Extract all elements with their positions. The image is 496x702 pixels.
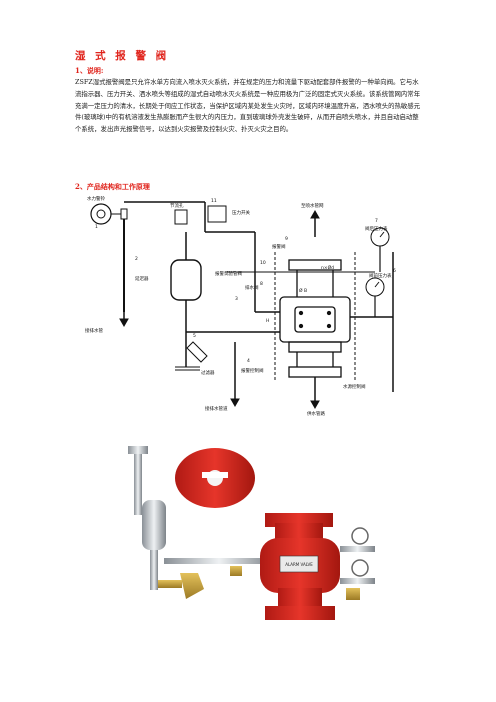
label-filter: 过滤器 bbox=[201, 369, 215, 376]
pressure-switch-box bbox=[207, 205, 227, 223]
description-paragraph: ZSFZ湿式报警阀是只允许水单方向流入喷水灭火系统，并在规定的压力和流量下驱动配… bbox=[75, 78, 421, 134]
label-n: n×Ød bbox=[321, 264, 334, 271]
label-num-8: 8 bbox=[260, 281, 263, 287]
label-delay: 延迟器 bbox=[135, 275, 149, 282]
label-pressure-above: 阀后压力表 bbox=[365, 225, 388, 232]
label-test: 报警试验管阀 bbox=[215, 270, 242, 277]
label-num-9: 9 bbox=[285, 236, 288, 242]
label-num-11: 11 bbox=[211, 198, 217, 204]
upper-gauge-photo bbox=[351, 527, 369, 545]
label-num-4: 4 bbox=[247, 358, 250, 364]
label-signal: 水源控制阀 bbox=[343, 383, 366, 390]
label-pressure-below: 阀前压力表 bbox=[369, 272, 392, 279]
label-num-1: 1 bbox=[95, 224, 98, 230]
label-num-3: 3 bbox=[235, 296, 238, 302]
filter-shape bbox=[186, 341, 208, 363]
orifice-box bbox=[174, 209, 188, 225]
brass-strainer bbox=[180, 573, 204, 599]
page-title: 湿 式 报 警 阀 bbox=[75, 50, 170, 62]
label-alarm: 水力警铃 bbox=[87, 195, 105, 202]
label-num-2: 2 bbox=[135, 256, 138, 262]
label-dim: H bbox=[266, 318, 269, 324]
label-num-7: 7 bbox=[375, 218, 378, 224]
label-discharge-pipe: 接排水管 bbox=[85, 327, 103, 334]
section-heading-description: 1、说明: bbox=[75, 66, 104, 75]
valve-plate-text: ALARM VALVE bbox=[285, 562, 313, 567]
structure-diagram: 水力警铃 节流孔 压力开关 延迟器 报警试验管阀 排水阀 至喷水管网 报警阀 过… bbox=[85, 195, 396, 417]
label-num-6: 6 bbox=[393, 268, 396, 274]
label-num-10: 10 bbox=[260, 260, 266, 266]
valve-body-figure bbox=[279, 259, 351, 378]
water-gong-figure bbox=[90, 203, 128, 312]
label-drain-alarm: 排水阀 bbox=[245, 284, 259, 291]
label-test-valve: 报警控制阀 bbox=[241, 367, 264, 374]
label-to-sprinkler: 至喷水管网 bbox=[301, 202, 324, 209]
label-pressure-switch: 压力开关 bbox=[232, 209, 250, 216]
label-orifice: 节流孔 bbox=[170, 202, 184, 209]
retard-chamber bbox=[170, 259, 202, 301]
label-water-source: 供水管路 bbox=[307, 410, 325, 417]
label-drain-bottom: 接排水管道 bbox=[205, 405, 228, 412]
label-num-5: 5 bbox=[193, 333, 196, 339]
lower-gauge-photo bbox=[351, 559, 369, 577]
product-photo: ALARM VALVE bbox=[128, 446, 375, 620]
label-alarm-valve: 报警阀 bbox=[272, 243, 286, 250]
label-phi: Ø B bbox=[299, 287, 307, 294]
section-heading-structure: 2、产品结构和工作原理 bbox=[75, 182, 150, 191]
retard-tank bbox=[142, 500, 166, 550]
